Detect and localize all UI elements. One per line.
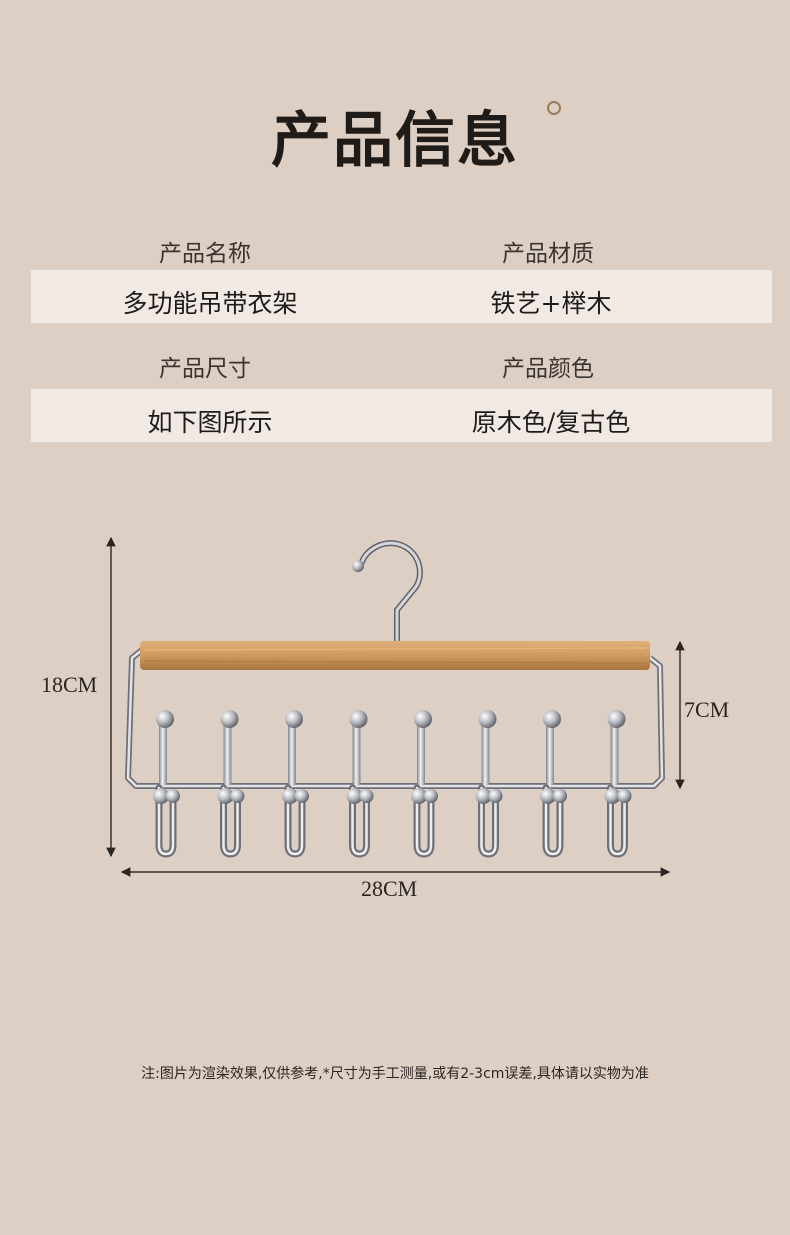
hook (540, 710, 567, 858)
hook (604, 710, 632, 858)
wooden-bar (140, 641, 650, 670)
hook (475, 710, 503, 858)
page-title: 产品信息 (271, 106, 519, 176)
color-value: 原木色/复古色 (471, 408, 631, 437)
width-dimension-label: 28CM (361, 876, 418, 901)
hanger-diagram (106, 536, 685, 877)
size-value: 如下图所示 (147, 408, 273, 437)
hook (346, 710, 374, 858)
hook (411, 710, 438, 858)
hooks-group (153, 710, 632, 858)
material-label: 产品材质 (502, 241, 594, 267)
hook (217, 710, 245, 858)
hanger-hook (352, 540, 423, 643)
metal-frame (125, 647, 665, 789)
name-label: 产品名称 (159, 241, 251, 267)
bar-height-dimension-label: 7CM (684, 697, 730, 722)
hook (153, 710, 180, 858)
material-value: 铁艺+榉木 (490, 289, 612, 318)
info-row-2 (31, 389, 772, 442)
title-decoration-circle (547, 101, 561, 115)
disclaimer-note: 注:图片为渲染效果,仅供参考,*尺寸为手工测量,或有2-3cm误差,具体请以实物… (141, 1066, 649, 1082)
height-dimension-label: 18CM (41, 672, 98, 697)
size-label: 产品尺寸 (159, 356, 251, 382)
name-value: 多功能吊带衣架 (122, 289, 298, 318)
hook (282, 710, 309, 858)
color-label: 产品颜色 (502, 356, 594, 382)
info-row-1 (31, 270, 772, 323)
